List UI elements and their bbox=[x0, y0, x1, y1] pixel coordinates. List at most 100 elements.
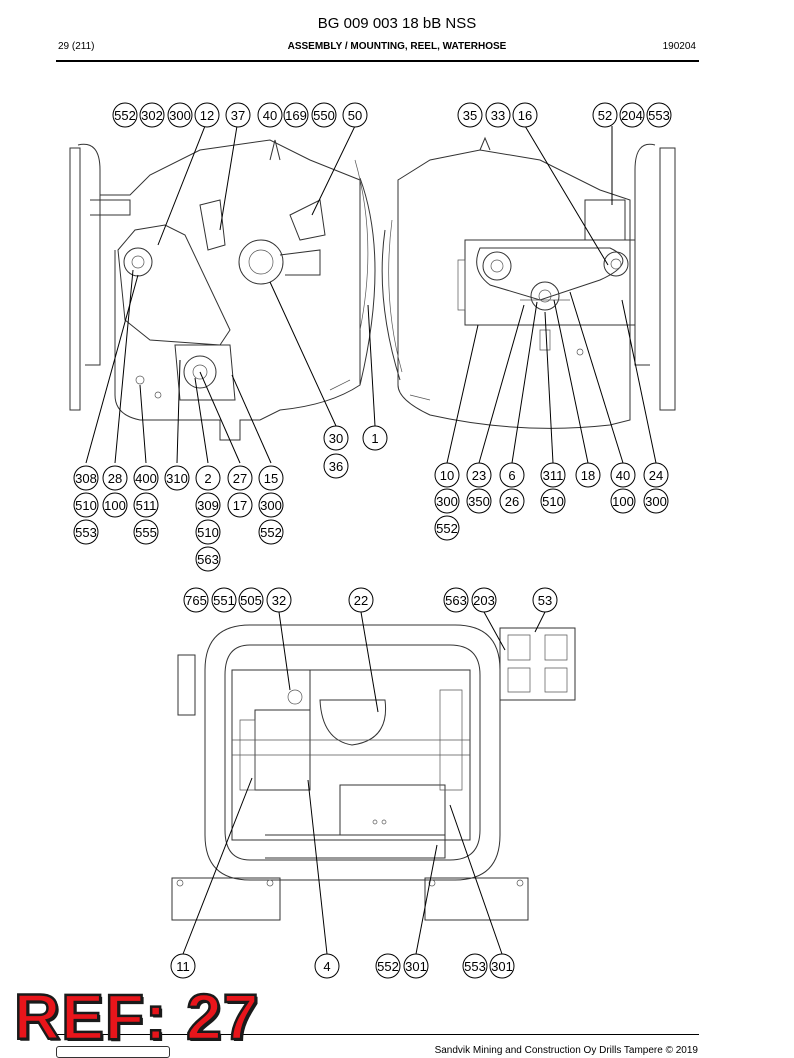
callout-552: 552 bbox=[112, 102, 138, 128]
callout-circle bbox=[227, 492, 253, 518]
callout-circle bbox=[466, 488, 492, 514]
callout-circle bbox=[323, 453, 349, 479]
copyright-text: Sandvik Mining and Construction Oy Drill… bbox=[434, 1045, 698, 1056]
callout-circle bbox=[610, 462, 636, 488]
callout-311: 311 bbox=[540, 462, 566, 488]
callout-23: 23 bbox=[466, 462, 492, 488]
callout-553: 553 bbox=[646, 102, 672, 128]
callout-300: 300 bbox=[643, 488, 669, 514]
callout-17: 17 bbox=[227, 492, 253, 518]
callout-label: 53 bbox=[538, 593, 552, 608]
callout-label: 16 bbox=[518, 108, 532, 123]
callout-551: 551 bbox=[211, 587, 237, 613]
callout-circle bbox=[238, 587, 264, 613]
callout-169: 169 bbox=[283, 102, 309, 128]
callout-label: 510 bbox=[75, 498, 97, 513]
callout-505: 505 bbox=[238, 587, 264, 613]
callout-circle bbox=[646, 102, 672, 128]
callout-circle bbox=[512, 102, 538, 128]
callout-label: 169 bbox=[285, 108, 307, 123]
callout-label: 11 bbox=[176, 959, 190, 974]
callout-301: 301 bbox=[403, 953, 429, 979]
callout-10: 10 bbox=[434, 462, 460, 488]
footer-rule bbox=[56, 1034, 699, 1035]
callout-553: 553 bbox=[462, 953, 488, 979]
callout-550: 550 bbox=[311, 102, 337, 128]
callout-circle bbox=[434, 515, 460, 541]
callout-300: 300 bbox=[258, 492, 284, 518]
callout-circle bbox=[499, 488, 525, 514]
callout-555: 555 bbox=[133, 519, 159, 545]
callout-100: 100 bbox=[102, 492, 128, 518]
callout-label: 550 bbox=[313, 108, 335, 123]
callout-circle bbox=[133, 492, 159, 518]
callout-label: 563 bbox=[445, 593, 467, 608]
callout-label: 310 bbox=[166, 471, 188, 486]
callout-circle bbox=[540, 488, 566, 514]
callout-203: 203 bbox=[471, 587, 497, 613]
plan-view bbox=[171, 624, 576, 921]
callout-label: 311 bbox=[543, 468, 564, 483]
callout-label: 28 bbox=[108, 471, 122, 486]
callout-510: 510 bbox=[73, 492, 99, 518]
callout-label: 36 bbox=[329, 459, 343, 474]
callout-label: 551 bbox=[213, 593, 235, 608]
callout-50: 50 bbox=[342, 102, 368, 128]
callout-label: 552 bbox=[436, 521, 458, 536]
callout-label: 308 bbox=[75, 471, 97, 486]
callout-label: 563 bbox=[197, 552, 219, 567]
callout-circle bbox=[183, 587, 209, 613]
callout-552: 552 bbox=[375, 953, 401, 979]
callout-310: 310 bbox=[164, 465, 190, 491]
callout-circle bbox=[73, 492, 99, 518]
callout-52: 52 bbox=[592, 102, 618, 128]
leader-lines bbox=[85, 125, 657, 955]
callout-309: 309 bbox=[195, 492, 221, 518]
callout-label: 553 bbox=[464, 959, 486, 974]
callout-circle bbox=[227, 465, 253, 491]
callout-label: 555 bbox=[135, 525, 157, 540]
callout-circle bbox=[434, 488, 460, 514]
callout-label: 26 bbox=[505, 494, 519, 509]
callout-circle bbox=[266, 587, 292, 613]
callout-510: 510 bbox=[195, 519, 221, 545]
callout-circle bbox=[73, 465, 99, 491]
callout-label: 301 bbox=[491, 959, 513, 974]
callout-302: 302 bbox=[139, 102, 165, 128]
page-number: 29 (211) bbox=[58, 41, 95, 52]
callout-circle bbox=[258, 465, 284, 491]
callout-circle bbox=[643, 488, 669, 514]
callout-circle bbox=[471, 587, 497, 613]
callout-label: 510 bbox=[197, 525, 219, 540]
callout-circle bbox=[485, 102, 511, 128]
callout-24: 24 bbox=[643, 462, 669, 488]
callout-label: 204 bbox=[621, 108, 643, 123]
right-side-view bbox=[381, 136, 676, 429]
callout-circle bbox=[323, 425, 349, 451]
callout-label: 553 bbox=[648, 108, 670, 123]
callout-204: 204 bbox=[619, 102, 645, 128]
callout-label: 32 bbox=[272, 593, 286, 608]
callout-22: 22 bbox=[348, 587, 374, 613]
callout-circle bbox=[195, 492, 221, 518]
callout-label: 765 bbox=[185, 593, 207, 608]
callout-circle bbox=[314, 953, 340, 979]
callout-label: 350 bbox=[468, 494, 490, 509]
callout-510: 510 bbox=[540, 488, 566, 514]
callout-label: 505 bbox=[240, 593, 262, 608]
callout-label: 37 bbox=[231, 108, 245, 123]
callout-circle bbox=[466, 462, 492, 488]
callout-label: 300 bbox=[645, 494, 667, 509]
callout-300: 300 bbox=[167, 102, 193, 128]
callout-label: 400 bbox=[135, 471, 157, 486]
callout-circle bbox=[532, 587, 558, 613]
callout-label: 40 bbox=[263, 108, 277, 123]
callout-label: 510 bbox=[542, 494, 564, 509]
callout-label: 309 bbox=[197, 498, 219, 513]
callout-label: 2 bbox=[204, 471, 211, 486]
callout-26: 26 bbox=[499, 488, 525, 514]
callout-circle bbox=[489, 953, 515, 979]
callout-label: 300 bbox=[260, 498, 282, 513]
callout-511: 511 bbox=[133, 492, 159, 518]
